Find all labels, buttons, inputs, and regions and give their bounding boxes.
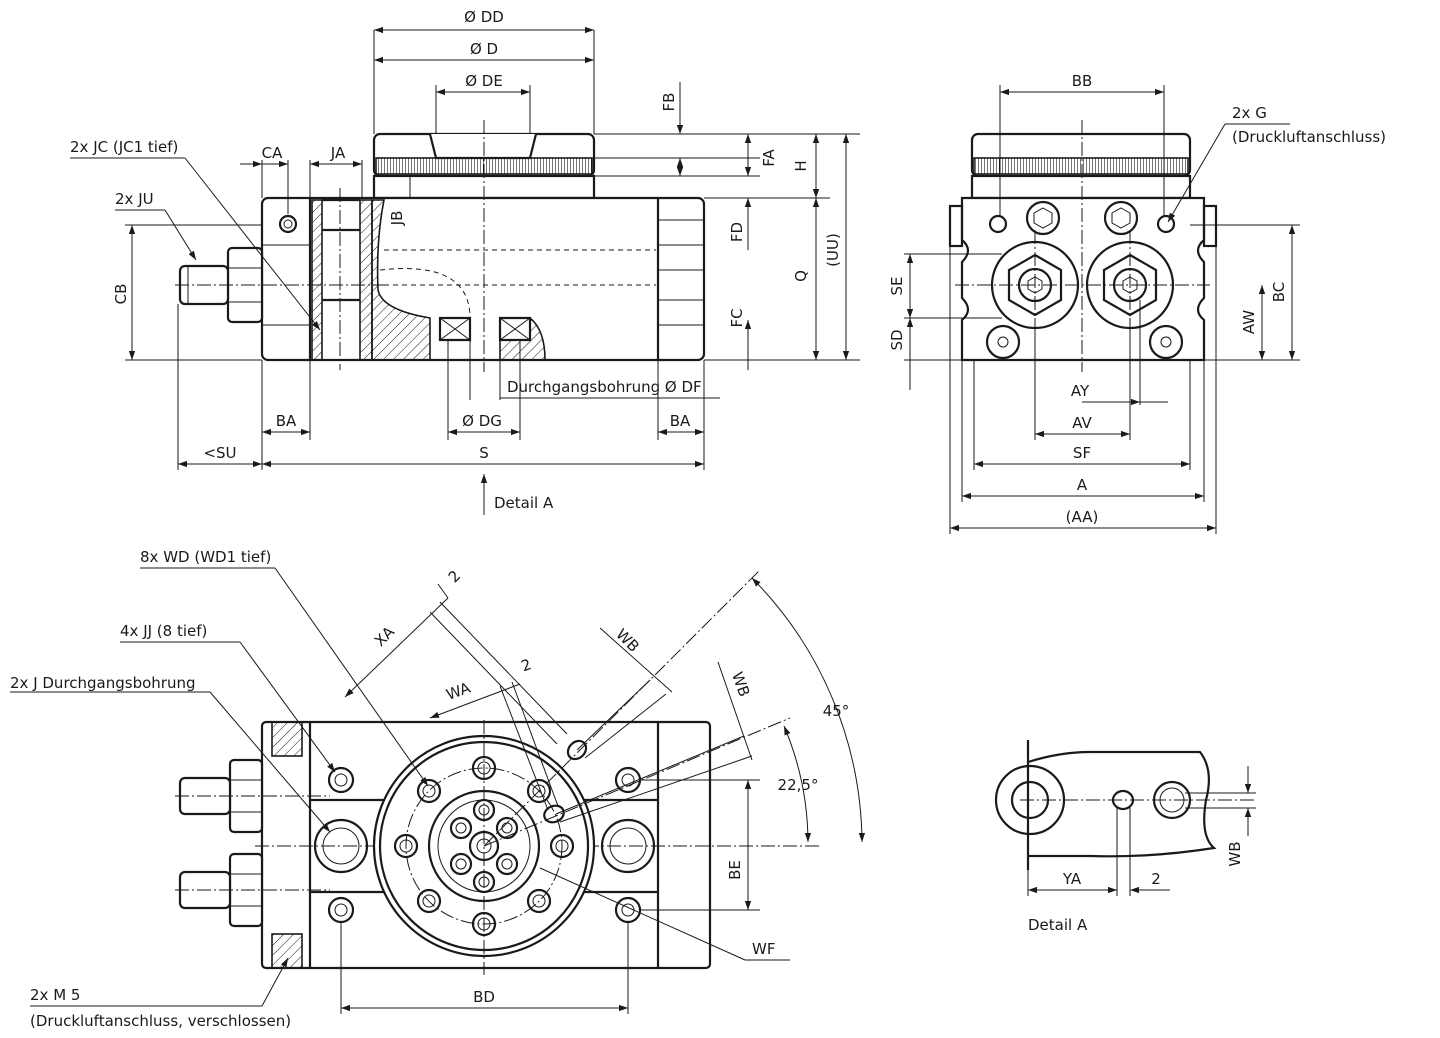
callout-wd: 8x WD (WD1 tief): [140, 548, 271, 566]
callout-jj: 4x JJ (8 tief): [120, 622, 207, 640]
dim-angle-22-5: 22,5°: [778, 776, 819, 794]
dim-aw: AW: [1240, 310, 1258, 334]
label-detail-a-title: Detail A: [1028, 916, 1088, 934]
callout-wf: WF: [752, 940, 775, 958]
dim-ya: YA: [1062, 870, 1082, 888]
dim-q: Q: [792, 270, 810, 282]
callout-g-line1: 2x G: [1232, 104, 1267, 122]
label-df: Durchgangsbohrung Ø DF: [507, 378, 702, 396]
dim-wb-a: WB: [612, 625, 642, 655]
dim-sd: SD: [888, 329, 906, 350]
dim-ja: JA: [330, 144, 346, 162]
callout-m5-line2: (Druckluftanschluss, verschlossen): [30, 1012, 291, 1030]
dim-bc: BC: [1270, 282, 1288, 303]
dim-dd: Ø DD: [464, 8, 504, 26]
dim-aa: (AA): [1066, 508, 1099, 526]
dim-s: S: [479, 444, 489, 462]
dim-av: AV: [1072, 414, 1092, 432]
dim-fd: FD: [728, 222, 746, 242]
dim-d: Ø D: [470, 40, 498, 58]
top-view: 8x WD (WD1 tief) 4x JJ (8 tief) 2x J Dur…: [10, 548, 866, 1030]
dim-h: H: [792, 160, 810, 171]
dim-su: <SU: [203, 444, 236, 462]
dim-two-b: 2: [519, 655, 534, 675]
dim-cb: CB: [112, 284, 130, 305]
front-view: Ø DD Ø D Ø DE FB FA H FD Q (UU) FC JB 2x…: [70, 8, 860, 515]
dim-uu: (UU): [824, 233, 842, 267]
dim-bb: BB: [1072, 72, 1093, 90]
dim-fc: FC: [728, 308, 746, 327]
dim-bd: BD: [473, 988, 495, 1006]
dim-two-detail: 2: [1151, 870, 1161, 888]
dim-fa: FA: [760, 149, 778, 167]
callout-jc: 2x JC (JC1 tief): [70, 138, 178, 156]
label-detail-a-arrow: Detail A: [494, 494, 554, 512]
callout-g-line2: (Druckluftanschluss): [1232, 128, 1386, 146]
dim-jb: JB: [388, 211, 406, 227]
dim-a: A: [1077, 476, 1088, 494]
dim-se: SE: [888, 277, 906, 296]
dim-dg: Ø DG: [462, 412, 502, 430]
dim-wa: WA: [444, 678, 474, 703]
callout-j: 2x J Durchgangsbohrung: [10, 674, 196, 692]
dim-xa: XA: [371, 622, 399, 650]
dim-two-a: 2: [445, 567, 464, 586]
dim-angle-45: 45°: [823, 702, 850, 720]
dim-be: BE: [726, 860, 744, 880]
dim-sf: SF: [1073, 444, 1091, 462]
dim-ba-right: BA: [670, 412, 691, 430]
dim-wb-b: WB: [728, 669, 754, 699]
dim-de: Ø DE: [465, 72, 503, 90]
dim-ca: CA: [262, 144, 283, 162]
callout-ju: 2x JU: [115, 190, 154, 208]
callout-m5-line1: 2x M 5: [30, 986, 80, 1004]
side-view: BB 2x G (Druckluftanschluss) SE SD AW BC…: [888, 72, 1386, 534]
dim-wb-detail: WB: [1226, 841, 1244, 866]
detail-a-view: WB YA 2 Detail A: [994, 740, 1256, 934]
dim-ay: AY: [1071, 382, 1090, 400]
dim-ba-left: BA: [276, 412, 297, 430]
dim-fb: FB: [660, 93, 678, 112]
